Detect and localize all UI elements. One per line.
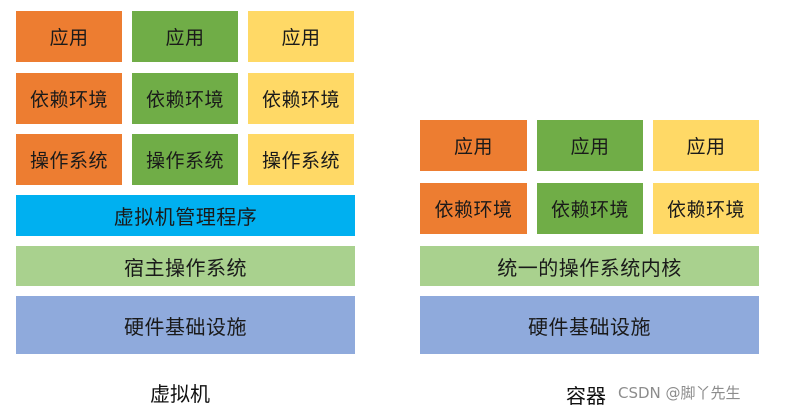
container1-deps: 依赖环境 (420, 183, 527, 234)
watermark: CSDN @脚丫先生 (618, 384, 741, 402)
container2-app: 应用 (537, 120, 643, 171)
vm3-app: 应用 (248, 11, 354, 62)
vm1-os: 操作系统 (16, 134, 122, 185)
vm1-deps: 依赖环境 (16, 73, 122, 124)
vm3-os: 操作系统 (248, 134, 354, 185)
hypervisor-layer: 虚拟机管理程序 (16, 195, 355, 236)
container-hardware-layer: 硬件基础设施 (420, 296, 759, 354)
container2-deps: 依赖环境 (537, 183, 643, 234)
vm2-os: 操作系统 (132, 134, 238, 185)
container3-deps: 依赖环境 (653, 183, 759, 234)
vm-hardware-layer: 硬件基础设施 (16, 296, 355, 354)
container1-app: 应用 (420, 120, 527, 171)
host-os-layer: 宿主操作系统 (16, 246, 355, 286)
vm-caption: 虚拟机 (150, 382, 210, 406)
container-caption: 容器 (566, 384, 606, 408)
vm1-app: 应用 (16, 11, 122, 62)
vm2-deps: 依赖环境 (132, 73, 238, 124)
shared-kernel-layer: 统一的操作系统内核 (420, 246, 759, 286)
vm2-app: 应用 (132, 11, 238, 62)
vm3-deps: 依赖环境 (248, 73, 354, 124)
container3-app: 应用 (653, 120, 759, 171)
